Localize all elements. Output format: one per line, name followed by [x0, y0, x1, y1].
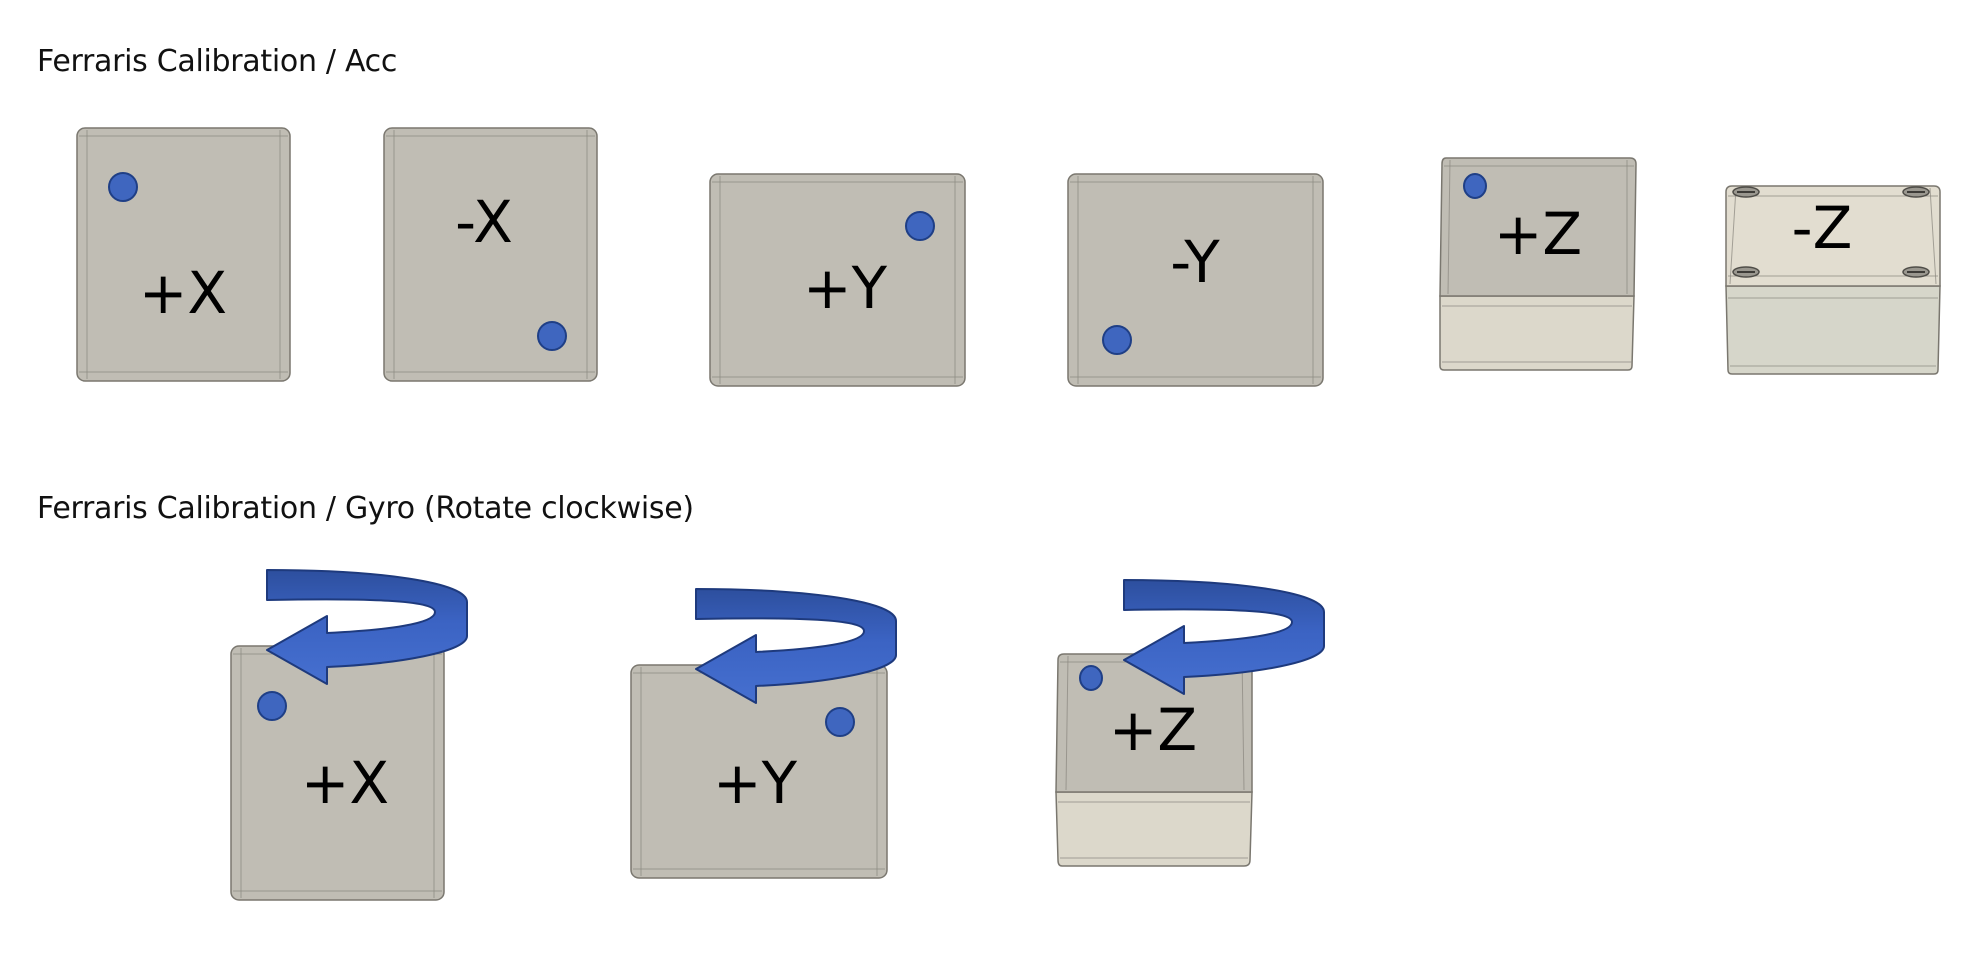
- marker-dot-icon: [825, 707, 855, 737]
- marker-dot-icon: [1079, 665, 1103, 691]
- screw-head-icon: [1732, 266, 1760, 278]
- box-face: [1067, 173, 1324, 387]
- clockwise-arrow-icon: [695, 588, 897, 704]
- orientation-label: -Z: [1792, 194, 1853, 262]
- acc-box-plus-z: +Z: [1439, 157, 1637, 371]
- box-body: [1725, 285, 1941, 375]
- marker-dot-icon: [1102, 325, 1132, 355]
- orientation-label: +X: [139, 259, 227, 327]
- box-body: [1439, 295, 1635, 371]
- screw-head-icon: [1902, 186, 1930, 198]
- box-lid: [1725, 185, 1941, 287]
- orientation-label: +X: [301, 749, 389, 817]
- marker-dot-icon: [257, 691, 287, 721]
- box-body: [1055, 791, 1253, 867]
- clockwise-arrow-icon: [1123, 579, 1325, 695]
- marker-dot-icon: [1463, 173, 1487, 199]
- box-edge-line: [1929, 187, 1937, 285]
- acc-box-minus-y: -Y: [1067, 173, 1324, 387]
- box-face: [76, 127, 291, 382]
- orientation-label: +Y: [803, 254, 888, 322]
- acc-section-title: Ferraris Calibration / Acc: [37, 44, 398, 79]
- marker-dot-icon: [537, 321, 567, 351]
- box-edge-line: [1241, 655, 1245, 791]
- box-face: [1439, 157, 1637, 297]
- acc-box-plus-x: +X: [76, 127, 291, 382]
- screw-head-icon: [1732, 186, 1760, 198]
- acc-box-plus-y: +Y: [709, 173, 966, 387]
- gyro-box-plus-x: +X: [230, 569, 468, 901]
- orientation-label: +Z: [1494, 200, 1582, 268]
- orientation-label: +Y: [713, 749, 798, 817]
- gyro-box-plus-z: +Z: [1055, 579, 1325, 867]
- box-face: [383, 127, 598, 382]
- gyro-section-title: Ferraris Calibration / Gyro (Rotate cloc…: [37, 491, 694, 526]
- screw-head-icon: [1902, 266, 1930, 278]
- box-face: [709, 173, 966, 387]
- acc-box-minus-x: -X: [383, 127, 598, 382]
- box-edge-line: [1447, 159, 1451, 295]
- orientation-label: -Y: [1170, 228, 1220, 296]
- marker-dot-icon: [905, 211, 935, 241]
- orientation-label: +Z: [1109, 696, 1197, 764]
- gyro-box-plus-y: +Y: [630, 588, 897, 879]
- box-edge-line: [1729, 187, 1737, 285]
- marker-dot-icon: [108, 172, 138, 202]
- orientation-label: -X: [455, 188, 513, 256]
- clockwise-arrow-icon: [266, 569, 468, 685]
- box-edge-line: [1065, 655, 1069, 791]
- acc-box-minus-z: -Z: [1725, 185, 1941, 375]
